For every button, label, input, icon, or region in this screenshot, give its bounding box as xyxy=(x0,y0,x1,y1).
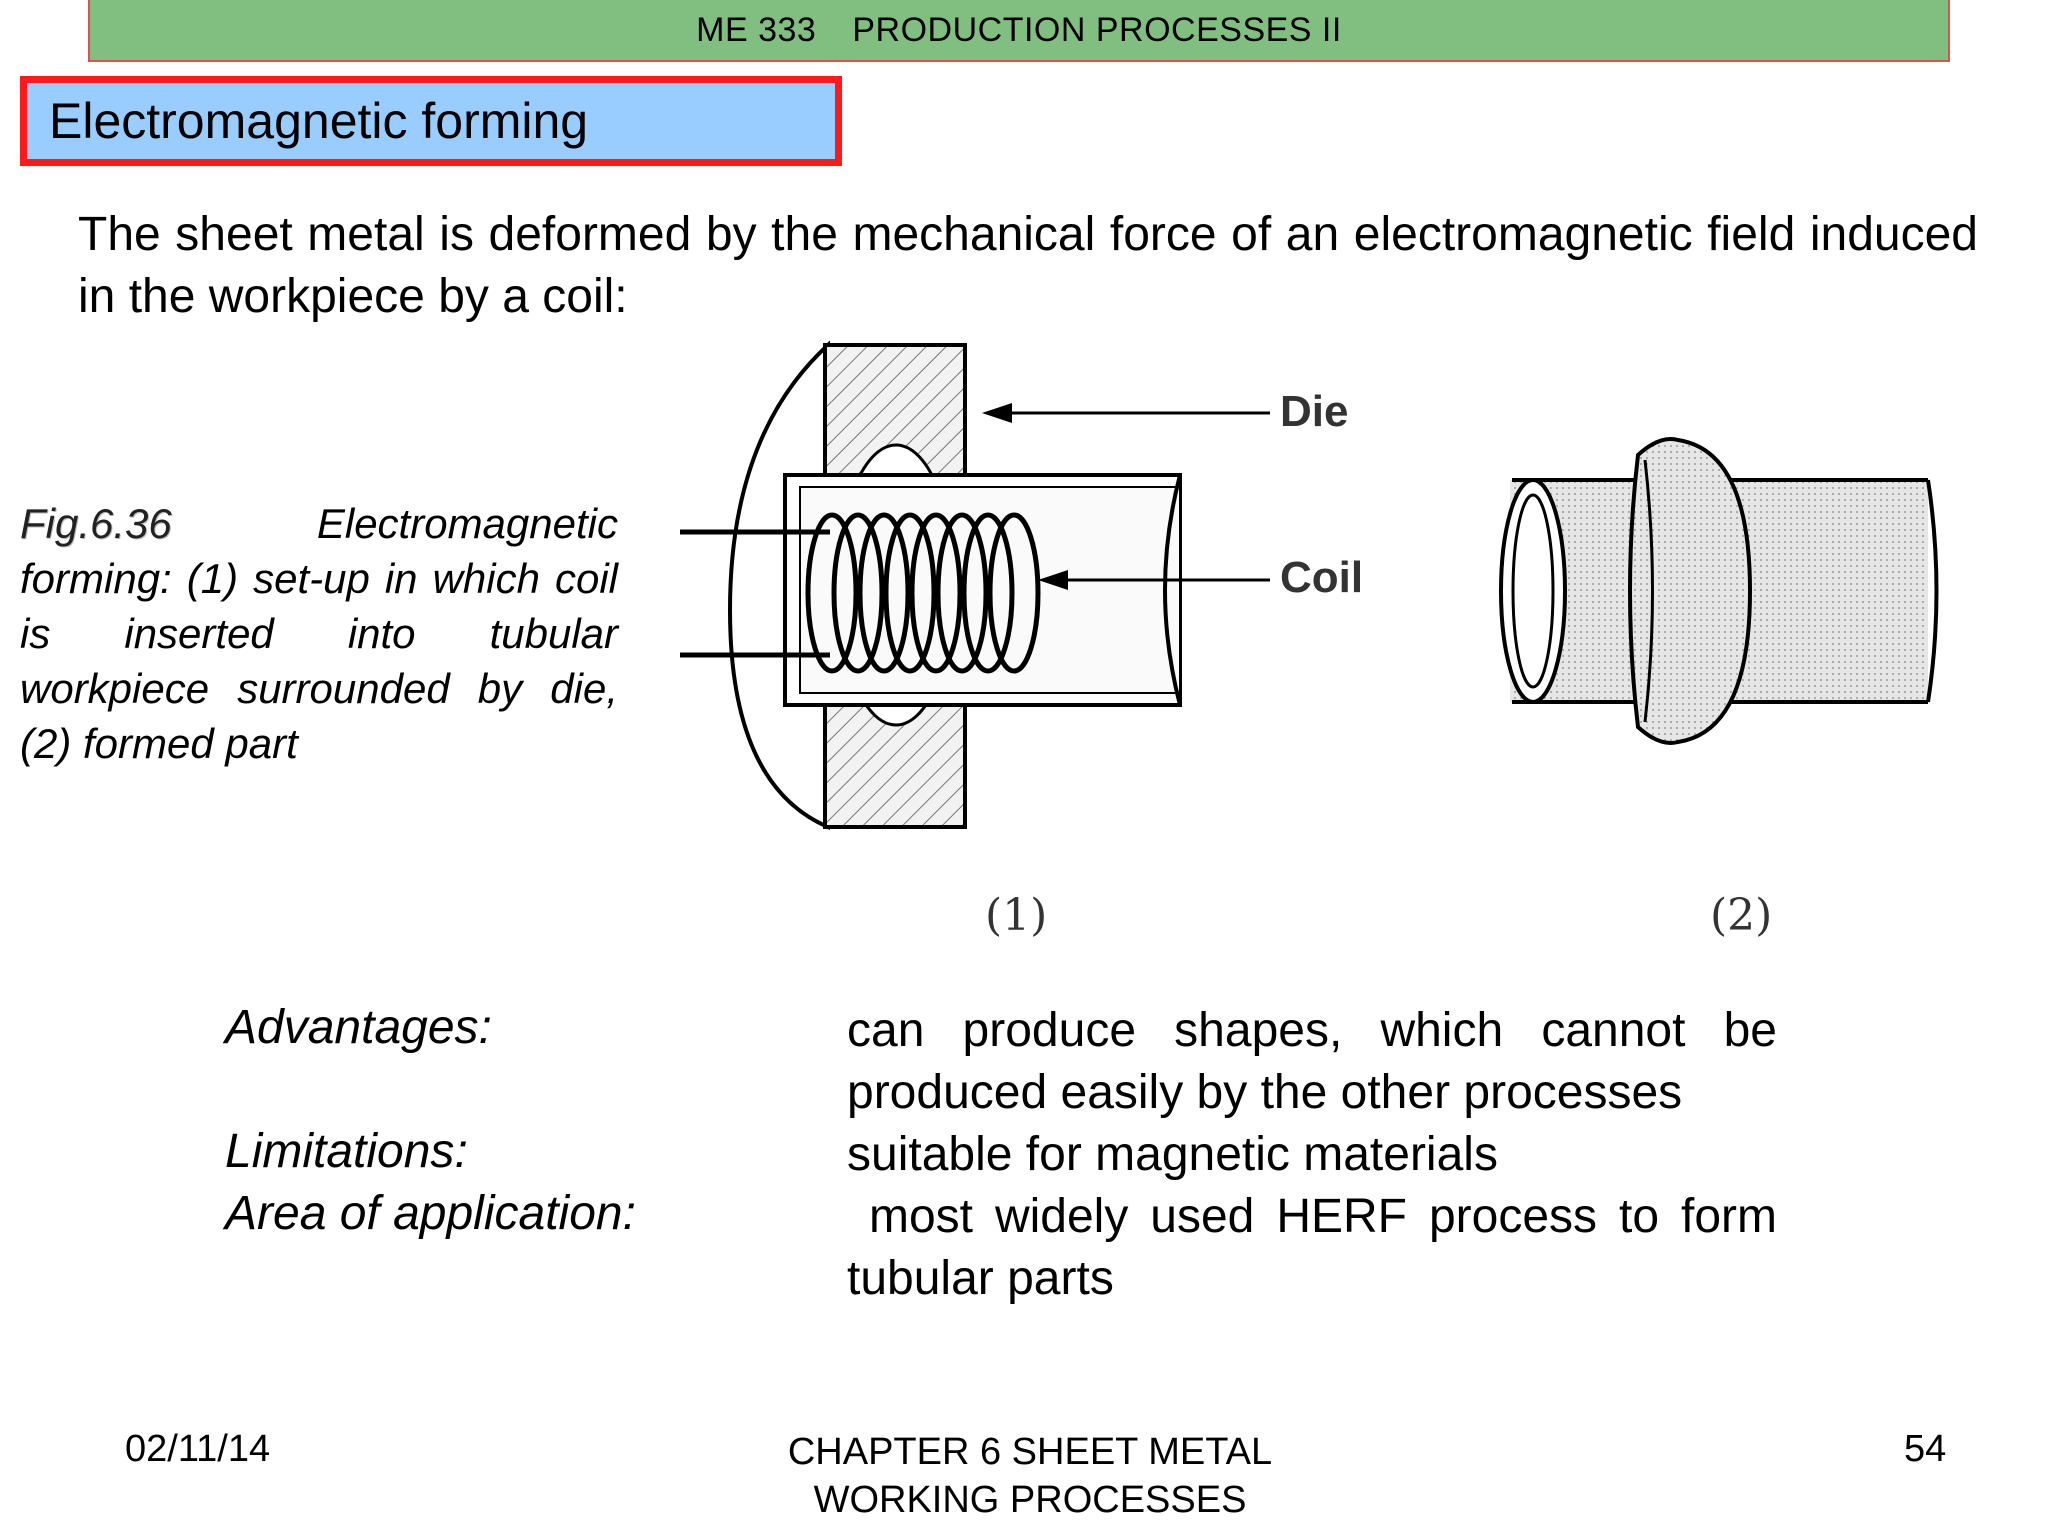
slide-title-box: Electromagnetic forming xyxy=(20,76,842,166)
subfigure-2-label: (2) xyxy=(1710,890,1773,941)
course-title: PRODUCTION PROCESSES II xyxy=(852,10,1342,49)
footer-chapter-line1: CHAPTER 6 SHEET METAL xyxy=(787,1431,1273,1473)
die-label: Die xyxy=(1280,387,1349,436)
course-header: ME 333 PRODUCTION PROCESSES II xyxy=(88,0,1950,62)
advantages-label: Advantages xyxy=(225,1001,479,1054)
intro-paragraph: The sheet metal is deformed by the mecha… xyxy=(78,208,1978,323)
figure-drawing xyxy=(680,340,1939,831)
figure-caption: Fig.6.36 Electromagnetic forming: (1) se… xyxy=(20,496,618,771)
coil-label: Coil xyxy=(1280,553,1364,602)
footer-page-number: 54 xyxy=(1904,1428,1947,1470)
die-arrow xyxy=(982,403,1270,423)
application-label: Area of application xyxy=(225,1187,623,1240)
electromagnetic-forming-figure: Die Coil (1) (2) xyxy=(660,335,1980,955)
coil-arrow xyxy=(1038,570,1270,590)
footer-chapter-line2: WORKING PROCESSES xyxy=(813,1479,1247,1521)
footer-date: 02/11/14 xyxy=(125,1428,271,1470)
slide-title: Electromagnetic forming xyxy=(49,93,589,149)
advantages-text: can produce shapes, which cannot be prod… xyxy=(847,1004,1777,1119)
application-text: most widely used HERF process to form tu… xyxy=(847,1190,1791,1305)
formed-part-drawing xyxy=(1499,437,1939,745)
limitations-label: Limitations xyxy=(225,1125,455,1178)
subfigure-1-label: (1) xyxy=(985,890,1048,941)
footer-chapter: CHAPTER 6 SHEET METAL WORKING PROCESSES xyxy=(700,1428,1360,1524)
figure-number: Fig.6.36 xyxy=(20,500,172,547)
limitations-text: suitable for magnetic materials xyxy=(847,1128,1498,1181)
figure-caption-text: Electromagnetic forming: (1) set-up in w… xyxy=(20,500,618,767)
coil-drawing xyxy=(680,512,1041,674)
course-code: ME 333 xyxy=(696,10,817,49)
